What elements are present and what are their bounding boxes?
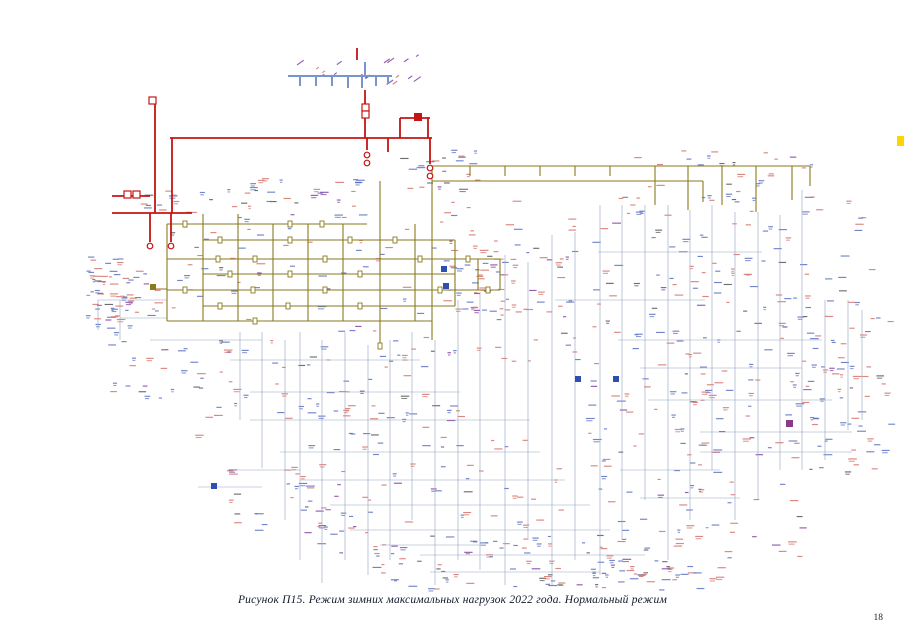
olive-network-layer <box>150 165 811 350</box>
figure-caption: Рисунок П15. Режим зимних максимальных н… <box>237 594 668 606</box>
substation-markers-layer <box>150 136 904 489</box>
red-network-layer <box>112 48 434 250</box>
page-number: 18 <box>873 613 884 623</box>
tiny-label-marks-layer <box>85 54 896 592</box>
distribution-network-layer <box>97 190 863 585</box>
blue-bus-layer <box>288 62 392 88</box>
